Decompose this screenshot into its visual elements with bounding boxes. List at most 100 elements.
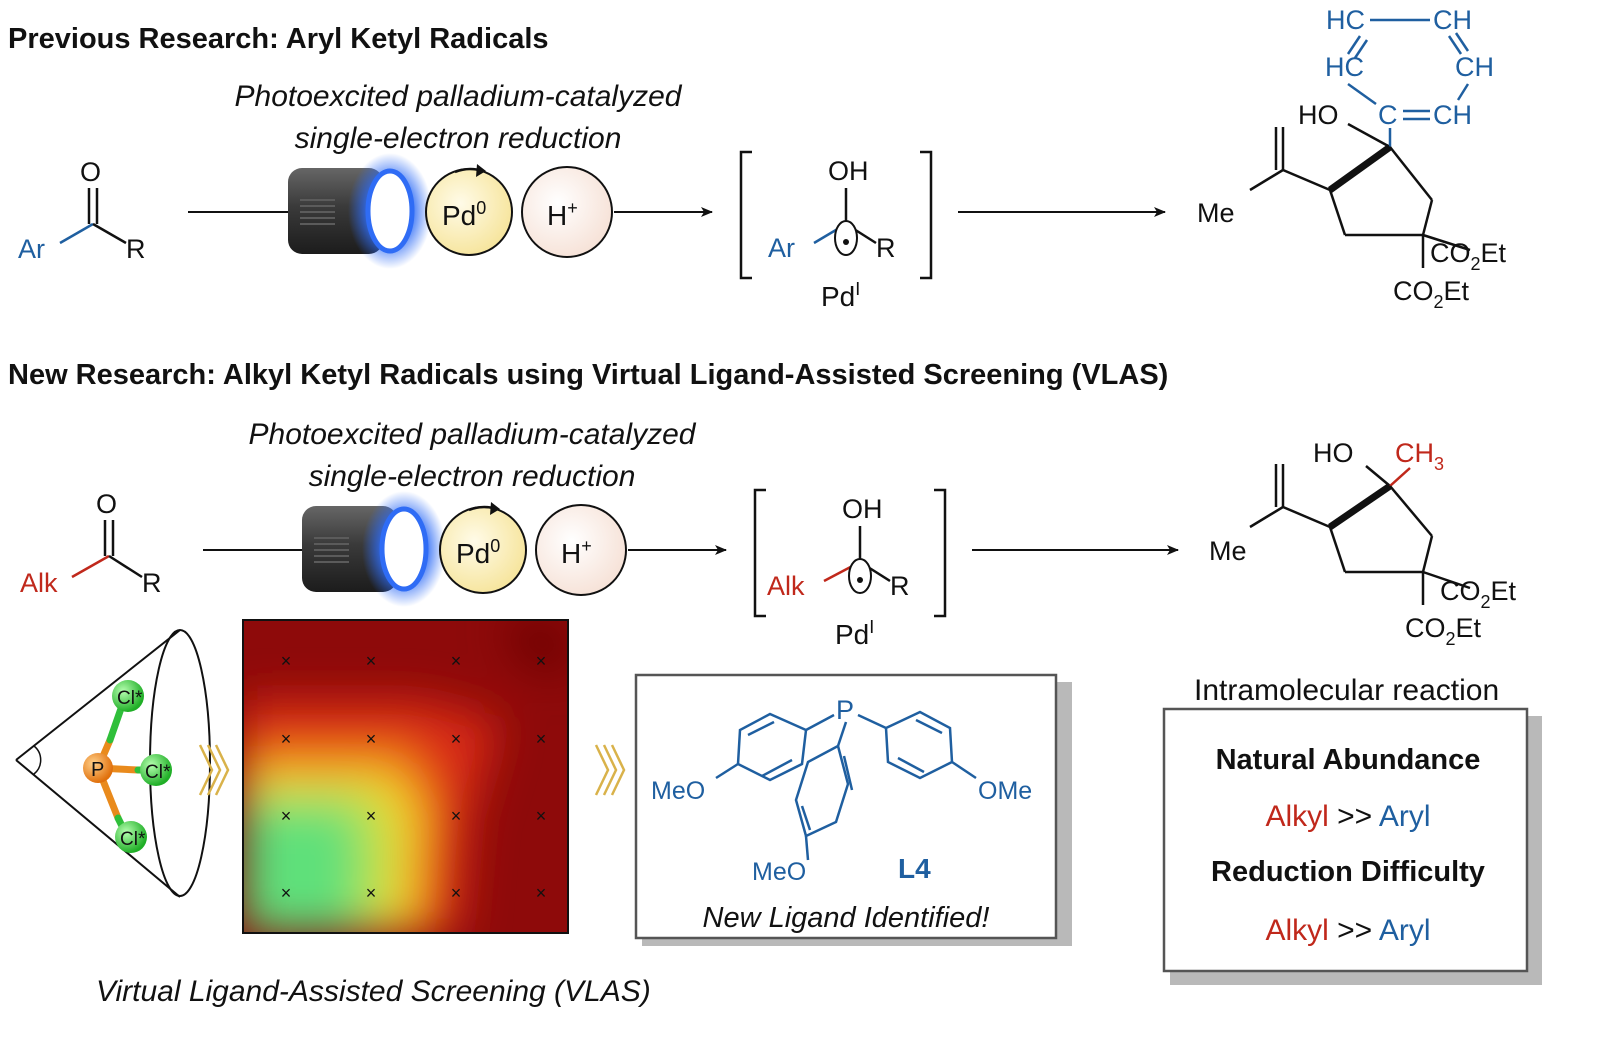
previous-arrow-caption-2: single-electron reduction [295,122,622,155]
ligand-meo-left: MeO [651,777,705,805]
previous-product-me: Me [1197,198,1235,228]
radical-orbital-icon [834,220,858,256]
new-intermediate-pd: PdI [835,617,874,650]
heatmap-marker: × [451,883,462,903]
heatmap-marker: × [536,651,547,671]
new-reactant-r: R [142,568,162,598]
new-product: HO CH3 Me CO2Et CO2Et [1209,438,1517,649]
previous-intermediate: OH Ar R PdI [739,150,933,312]
new-product-ester-2: CO2Et [1405,613,1482,649]
previous-product-ester-1: CO2Et [1430,238,1507,274]
heatmap-marker: × [366,883,377,903]
radical-dot [843,239,849,245]
light-source-icon [302,491,446,607]
new-heading: New Research: Alkyl Ketyl Radicals using… [8,359,1168,391]
heatmap-marker: × [281,729,292,749]
proton-source [535,504,627,596]
benzene-ch-top: CH [1433,5,1472,35]
heatmap-marker: × [281,883,292,903]
heatmap-marker: × [366,651,377,671]
new-reactant-alk: Alk [20,568,58,598]
heatmap-marker: × [536,883,547,903]
previous-heading: Previous Research: Aryl Ketyl Radicals [8,23,549,55]
heatmap-marker: × [451,729,462,749]
comparison-panel: Natural Abundance Alkyl >> Aryl Reductio… [1162,707,1542,985]
previous-product-ester-2: CO2Et [1393,276,1470,312]
previous-intermediate-ar: Ar [768,233,795,263]
virtual-ligand-cone: P Cl* Cl* Cl* [15,629,211,898]
previous-reactant-r: R [126,234,146,264]
benzene-c-ipso: C [1378,100,1398,130]
abundance-comparison: Alkyl >> Aryl [1265,800,1430,833]
heatmap-markers: × × × × × × × × × × × × × × × × [281,651,547,903]
cone-cl-label-3: Cl* [120,829,146,850]
heatmap-marker: × [281,806,292,826]
proton-source [521,166,613,258]
heatmap-marker: × [536,729,547,749]
cone-cl-label-2: Cl* [145,762,171,783]
cone-cl-label-1: Cl* [117,688,143,709]
previous-reactant: O Ar R [18,157,146,264]
new-reactant-oxygen: O [96,489,117,519]
new-product-me: Me [1209,536,1247,566]
chlorine-atom-2 [140,754,172,786]
heatmap-marker: × [536,806,547,826]
light-source-icon [288,153,432,269]
vlas-caption: Virtual Ligand-Assisted Screening (VLAS) [96,975,651,1008]
previous-product: HC CH HC CH C CH HO [1197,5,1507,312]
chlorine-atom-1 [112,680,144,712]
vlas-heatmap: × × × × × × × × × × × × × × × × [242,619,569,934]
aryl-bond [59,222,94,245]
product-caption: Intramolecular reaction [1194,674,1499,707]
benzene-hc-left: HC [1325,52,1364,82]
heatmap-marker: × [366,729,377,749]
chlorine-atom-3 [115,821,147,853]
difficulty-title: Reduction Difficulty [1211,856,1485,888]
ligand-caption: New Ligand Identified! [703,902,990,934]
new-arrow-caption-1: Photoexcited palladium-catalyzed [249,418,697,451]
cone-angle-arc [33,745,42,775]
abundance-title: Natural Abundance [1216,744,1481,776]
heatmap-frame [242,619,569,934]
heatmap-marker: × [451,806,462,826]
previous-intermediate-oh: OH [828,156,869,186]
phosphorus-atom [83,753,113,783]
difficulty-comparison: Alkyl >> Aryl [1265,914,1430,947]
previous-photocatalyst: Pd0 H+ [288,153,613,269]
previous-reactant-ar: Ar [18,234,45,264]
new-intermediate: OH Alk R PdI [753,488,947,650]
ligand-meo-bottom: MeO [752,858,806,886]
cone-outline [15,629,181,898]
new-intermediate-alk: Alk [767,571,805,601]
new-intermediate-oh: OH [842,494,883,524]
previous-reactant-oxygen: O [80,157,101,187]
new-arrow-caption-2: single-electron reduction [309,460,636,493]
benzene-hc-top: HC [1326,5,1365,35]
heatmap-marker: × [451,651,462,671]
chevron-right-icon [198,744,230,796]
bracket-left [739,150,752,280]
heatmap-marker: × [366,806,377,826]
benzene-ch-bottom: CH [1433,100,1472,130]
ligand-p: P [836,695,854,725]
previous-arrow-caption-1: Photoexcited palladium-catalyzed [235,80,683,113]
new-product-ester-1: CO2Et [1440,576,1517,612]
chevron-right-icon [594,744,626,796]
pd0-label: Pd0 [456,536,500,569]
bracket-right [920,150,933,280]
ligand-label: L4 [898,853,931,884]
proton-label: H+ [547,198,578,231]
cone-p-label: P [91,759,104,781]
new-intermediate-r: R [890,571,910,601]
comparison-panel-box [1162,707,1529,973]
heatmap-marker: × [281,651,292,671]
previous-intermediate-r: R [876,233,896,263]
new-product-ho: HO [1313,438,1354,468]
ligand-panel-box [634,673,1058,940]
pd0-label: Pd0 [442,198,486,231]
previous-product-ho: HO [1298,100,1339,130]
new-product-ch3: CH3 [1395,438,1444,474]
ligand-panel: P MeO OMe MeO L4 New Ligand Identified! [634,673,1072,946]
